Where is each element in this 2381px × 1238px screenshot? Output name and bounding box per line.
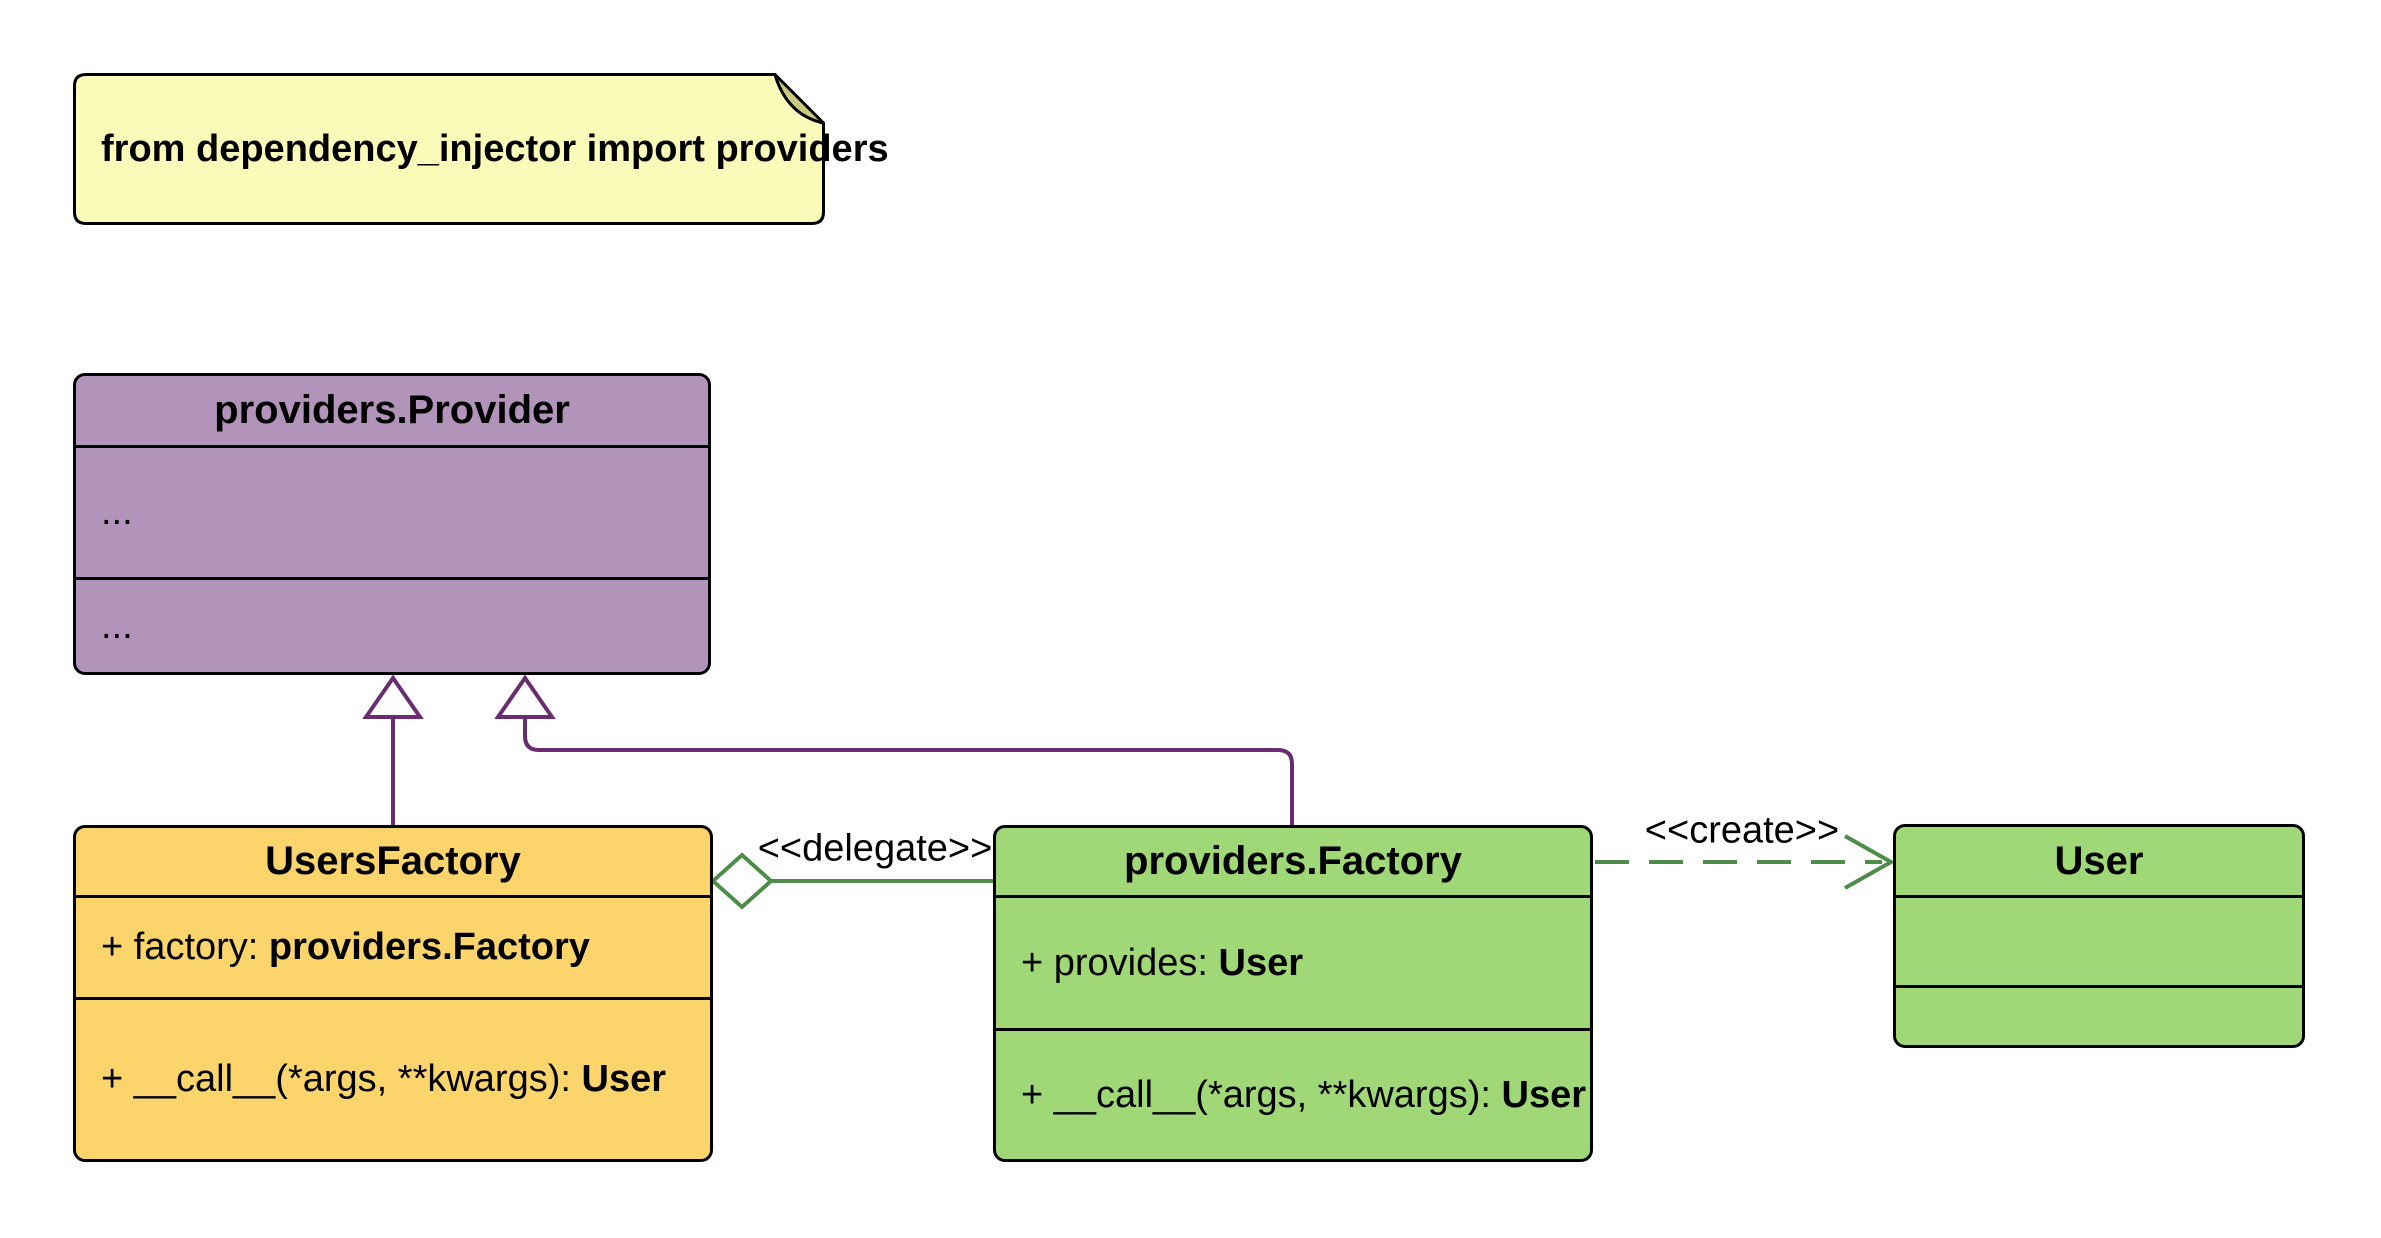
class-methods-compartment [1896,985,2302,1045]
class-providers-factory: providers.Factory + provides: User + __c… [993,825,1593,1162]
method-text: + __call__(*args, **kwargs): User [1021,1073,1586,1116]
create-arrowhead-icon [1844,834,1896,890]
note: from dependency_injector import provider… [73,73,889,225]
note-fold-icon [773,73,825,125]
class-attributes-compartment: ... [76,445,708,577]
inheritance-triangle-usersfactory-icon [362,674,424,719]
class-methods-compartment: + __call__(*args, **kwargs): User [76,997,710,1159]
attribute-text: + factory: providers.Factory [101,926,590,968]
class-attributes-compartment [1896,895,2302,985]
class-providers-provider: providers.Provider ... ... [73,373,711,675]
inheritance-line-factory [523,716,1294,826]
class-title: User [2054,838,2144,883]
class-users-factory: UsersFactory + factory: providers.Factor… [73,825,713,1162]
attribute-text: + provides: User [1021,941,1303,984]
attribute-placeholder: ... [101,491,133,533]
class-attributes-compartment: + provides: User [996,895,1590,1028]
inheritance-triangle-factory-icon [494,674,556,719]
class-user: User [1893,824,2305,1048]
class-title: UsersFactory [265,839,521,883]
note-shape [73,73,825,225]
class-title: providers.Provider [214,388,570,432]
class-methods-compartment: + __call__(*args, **kwargs): User [996,1028,1590,1159]
create-label: <<create>> [1644,809,1840,852]
class-methods-compartment: ... [76,577,708,672]
class-title: providers.Factory [1124,839,1462,883]
method-text: + __call__(*args, **kwargs): User [101,1058,666,1100]
note-text: from dependency_injector import provider… [101,127,889,170]
delegate-diamond-icon [710,852,774,910]
method-placeholder: ... [101,604,133,647]
class-attributes-compartment: + factory: providers.Factory [76,895,710,997]
delegate-label: <<delegate>> [757,827,993,870]
